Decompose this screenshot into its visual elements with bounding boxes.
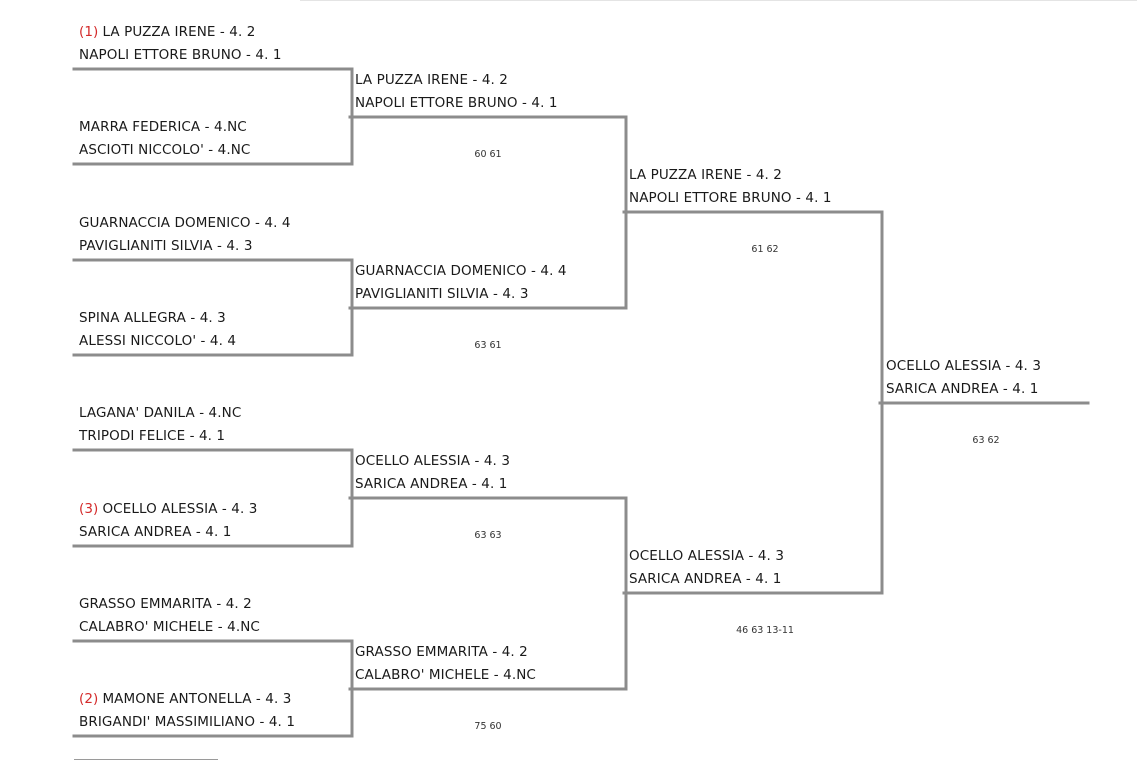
player-name: ALESSI NICCOLO' - 4. 4 xyxy=(79,333,237,349)
player-name: PAVIGLIANITI SILVIA - 4. 3 xyxy=(355,286,529,302)
match-score: 75 60 xyxy=(474,721,502,732)
player-name: SARICA ANDREA - 4. 1 xyxy=(886,381,1039,397)
player-entry: SARICA ANDREA - 4. 1 xyxy=(886,381,1039,397)
player-entry: LAGANA' DANILA - 4.NC xyxy=(79,405,242,421)
player-entry: SPINA ALLEGRA - 4. 3 xyxy=(79,310,226,326)
player-entry: PAVIGLIANITI SILVIA - 4. 3 xyxy=(79,238,253,254)
player-name: LA PUZZA IRENE - 4. 2 xyxy=(102,24,256,40)
player-entry: NAPOLI ETTORE BRUNO - 4. 1 xyxy=(629,190,832,206)
player-entry: (1)LA PUZZA IRENE - 4. 2 xyxy=(79,24,256,40)
player-name: OCELLO ALESSIA - 4. 3 xyxy=(102,501,258,517)
player-entry: GUARNACCIA DOMENICO - 4. 4 xyxy=(355,263,567,279)
match-score: 46 63 13-11 xyxy=(736,625,794,636)
player-name: TRIPODI FELICE - 4. 1 xyxy=(79,428,226,444)
player-entry: (3)OCELLO ALESSIA - 4. 3 xyxy=(79,501,258,517)
match-score: 63 61 xyxy=(474,340,502,351)
player-entry: BRIGANDI' MASSIMILIANO - 4. 1 xyxy=(79,714,296,730)
player-name: PAVIGLIANITI SILVIA - 4. 3 xyxy=(79,238,253,254)
player-name: GUARNACCIA DOMENICO - 4. 4 xyxy=(79,215,291,231)
player-name: ASCIOTI NICCOLO' - 4.NC xyxy=(79,142,251,158)
match-score: 61 62 xyxy=(751,244,779,255)
player-name: SARICA ANDREA - 4. 1 xyxy=(79,524,232,540)
player-name: NAPOLI ETTORE BRUNO - 4. 1 xyxy=(629,190,832,206)
player-entry: OCELLO ALESSIA - 4. 3 xyxy=(629,548,785,564)
player-name: SARICA ANDREA - 4. 1 xyxy=(629,571,782,587)
player-name: NAPOLI ETTORE BRUNO - 4. 1 xyxy=(79,47,282,63)
player-entry: SARICA ANDREA - 4. 1 xyxy=(355,476,508,492)
player-entry: MARRA FEDERICA - 4.NC xyxy=(79,119,247,135)
seed-label: (3) xyxy=(79,501,99,517)
top-divider xyxy=(300,0,1137,1)
player-name: SPINA ALLEGRA - 4. 3 xyxy=(79,310,226,326)
match-score: 63 63 xyxy=(474,530,502,541)
player-name: MAMONE ANTONELLA - 4. 3 xyxy=(102,691,292,707)
match-score: 60 61 xyxy=(474,149,502,160)
player-name: MARRA FEDERICA - 4.NC xyxy=(79,119,247,135)
player-name: GRASSO EMMARITA - 4. 2 xyxy=(79,596,252,612)
player-name: BRIGANDI' MASSIMILIANO - 4. 1 xyxy=(79,714,296,730)
player-name: OCELLO ALESSIA - 4. 3 xyxy=(886,358,1042,374)
player-entry: TRIPODI FELICE - 4. 1 xyxy=(79,428,226,444)
player-entry: OCELLO ALESSIA - 4. 3 xyxy=(355,453,511,469)
player-entry: GRASSO EMMARITA - 4. 2 xyxy=(355,644,528,660)
player-entry: CALABRO' MICHELE - 4.NC xyxy=(79,619,260,635)
player-name: CALABRO' MICHELE - 4.NC xyxy=(355,667,536,683)
player-name: LA PUZZA IRENE - 4. 2 xyxy=(355,72,508,88)
player-entry: ASCIOTI NICCOLO' - 4.NC xyxy=(79,142,251,158)
player-name: OCELLO ALESSIA - 4. 3 xyxy=(355,453,511,469)
player-entry: LA PUZZA IRENE - 4. 2 xyxy=(355,72,508,88)
player-entry: GRASSO EMMARITA - 4. 2 xyxy=(79,596,252,612)
player-entry: NAPOLI ETTORE BRUNO - 4. 1 xyxy=(355,95,558,111)
player-entry: LA PUZZA IRENE - 4. 2 xyxy=(629,167,782,183)
player-entry: PAVIGLIANITI SILVIA - 4. 3 xyxy=(355,286,529,302)
player-name: LA PUZZA IRENE - 4. 2 xyxy=(629,167,782,183)
player-name: NAPOLI ETTORE BRUNO - 4. 1 xyxy=(355,95,558,111)
player-entry: SARICA ANDREA - 4. 1 xyxy=(629,571,782,587)
player-entry: ALESSI NICCOLO' - 4. 4 xyxy=(79,333,237,349)
player-name: GUARNACCIA DOMENICO - 4. 4 xyxy=(355,263,567,279)
player-entry: CALABRO' MICHELE - 4.NC xyxy=(355,667,536,683)
player-entry: OCELLO ALESSIA - 4. 3 xyxy=(886,358,1042,374)
player-name: GRASSO EMMARITA - 4. 2 xyxy=(355,644,528,660)
seed-label: (2) xyxy=(79,691,99,707)
player-entry: SARICA ANDREA - 4. 1 xyxy=(79,524,232,540)
player-entry: (2)MAMONE ANTONELLA - 4. 3 xyxy=(79,691,292,707)
player-entry: NAPOLI ETTORE BRUNO - 4. 1 xyxy=(79,47,282,63)
player-name: CALABRO' MICHELE - 4.NC xyxy=(79,619,260,635)
player-entry: GUARNACCIA DOMENICO - 4. 4 xyxy=(79,215,291,231)
seed-label: (1) xyxy=(79,24,99,40)
player-name: LAGANA' DANILA - 4.NC xyxy=(79,405,242,421)
player-name: SARICA ANDREA - 4. 1 xyxy=(355,476,508,492)
match-score: 63 62 xyxy=(972,435,1000,446)
player-name: OCELLO ALESSIA - 4. 3 xyxy=(629,548,785,564)
footer-divider xyxy=(74,759,218,760)
